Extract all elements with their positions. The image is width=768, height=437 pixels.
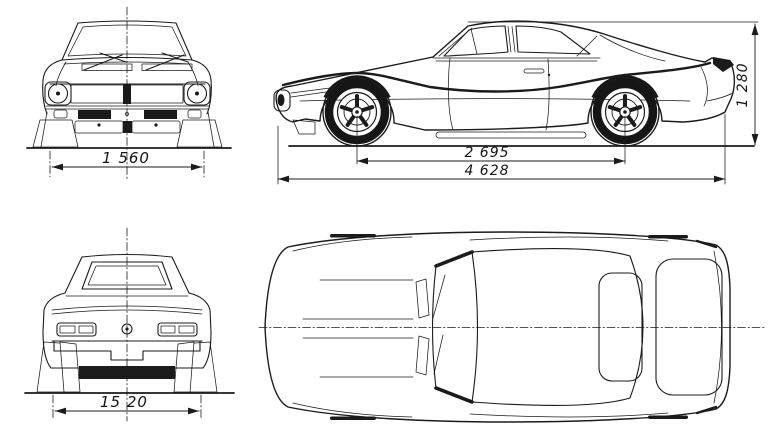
rear-skirt-right — [173, 341, 195, 393]
sill-molding — [435, 131, 587, 139]
valance-panel-left — [74, 120, 124, 134]
side-wheelbase-dimension: 2 695 — [464, 145, 509, 161]
wheel-center-extensions — [356, 115, 626, 165]
rear-edge-inner-arc — [713, 250, 722, 404]
rear-spoiler — [713, 57, 734, 72]
nose-grille-opening — [277, 94, 285, 106]
edge-capsule-rear-left — [648, 235, 688, 239]
cowl-vent-right — [141, 63, 193, 71]
rear-valance-shadow — [79, 366, 175, 379]
taillight-right-lamp-2 — [178, 325, 195, 334]
valance-panel-right — [131, 120, 181, 134]
trunk-lid — [655, 258, 723, 396]
door-cut-rear — [545, 58, 550, 131]
beltline-trim — [432, 57, 601, 62]
headlight-bezel-right — [183, 81, 211, 106]
quarter-glass — [515, 25, 591, 55]
rear-roof-pillars — [64, 253, 190, 294]
c-pillar-line — [576, 35, 598, 57]
body-side-right — [191, 59, 212, 115]
sail-panel-arc — [629, 255, 644, 399]
headlight-left — [47, 83, 69, 104]
front-air-dam — [292, 119, 316, 135]
rear-window-outline — [81, 261, 173, 290]
fuel-cap-center — [125, 327, 129, 331]
vent-window-divider — [470, 28, 478, 55]
roof-side-edges — [471, 248, 631, 406]
rear-window-glass — [87, 265, 167, 286]
door-handle — [523, 68, 545, 74]
front-view: 1 560 — [26, 6, 232, 180]
headlight-left-center — [56, 91, 60, 96]
edge-capsule-rear-right — [648, 415, 688, 419]
rear-track-dimension: 15 20 — [100, 393, 148, 411]
rear-corner-edges — [695, 239, 718, 415]
rear-bumper-line — [706, 92, 734, 102]
door-top-edges — [469, 236, 669, 418]
valance-dot-right — [154, 123, 158, 127]
front-bumper — [45, 105, 210, 110]
side-length-dimension: 4 628 — [464, 163, 509, 179]
backlight-lower-edge — [599, 34, 666, 62]
headlight-bezel-left — [44, 81, 72, 106]
top-view — [258, 231, 767, 423]
valance-center-shadow — [123, 121, 132, 133]
nose-bumper — [273, 89, 291, 112]
door-glass — [443, 25, 509, 57]
a-pillar-left — [434, 250, 474, 268]
front-right-tire — [176, 119, 223, 148]
bumper-intake-right — [144, 110, 177, 119]
front-track-dimension: 1 560 — [102, 149, 150, 167]
rear-skirt-left — [59, 341, 81, 393]
roof-front-arc — [471, 251, 479, 403]
rear-window-top-view — [598, 272, 643, 382]
side-view: 2 695 4 628 1 280 — [273, 20, 759, 185]
body-side-left — [42, 59, 63, 115]
side-height-dimension: 1 280 — [735, 62, 751, 107]
cowl-vent-left — [81, 63, 133, 71]
bumper-intake-left — [78, 110, 111, 119]
front-fender-seams — [292, 236, 413, 418]
taillight-left — [56, 322, 97, 337]
cowl-louvers-lower — [415, 335, 430, 376]
rear-view: 15 20 — [24, 227, 235, 422]
edge-capsule-front-left — [330, 234, 376, 238]
taillight-left-lamp-2 — [78, 325, 94, 334]
fender-accent-line — [281, 61, 712, 93]
door-cut-front — [447, 57, 454, 131]
windshield-glass — [67, 24, 187, 57]
taillight-left-lamp-1 — [59, 325, 76, 334]
rear-body-sides — [42, 292, 212, 369]
nose-trim-lines — [290, 87, 331, 98]
wipers — [83, 52, 189, 71]
wipers-top-view — [432, 274, 446, 375]
cowl-louvers-upper — [415, 278, 430, 319]
edge-capsule-front-right — [330, 416, 376, 420]
headlight-right — [186, 83, 208, 104]
a-pillar-right — [434, 386, 474, 404]
front-dim-extension-lines — [49, 150, 205, 178]
b-pillar-trim — [507, 26, 516, 53]
top-body-outline — [264, 231, 731, 423]
length-extension-lines — [277, 113, 726, 185]
valance-dot-left — [97, 123, 101, 127]
taillight-right — [157, 322, 198, 337]
marker-lamp-left — [53, 109, 68, 119]
front-left-tire — [32, 119, 79, 148]
fender-skirt-lines — [40, 111, 215, 148]
taillight-right-lamp-1 — [160, 325, 176, 334]
rear-dim-extension-lines — [52, 394, 202, 420]
trunk-shutline — [700, 66, 708, 107]
marker-lamp-right — [187, 109, 202, 119]
hood-panel-lines — [302, 279, 414, 378]
headlight-right-center — [195, 91, 199, 96]
door-lock — [547, 73, 551, 77]
windshield-base-arc — [431, 265, 437, 389]
